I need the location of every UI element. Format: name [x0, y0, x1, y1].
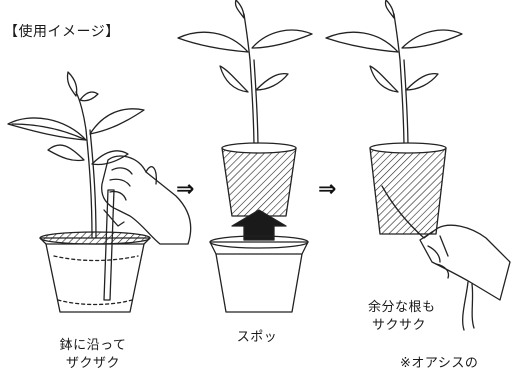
step1-caption-line1: 鉢に沿って [59, 338, 127, 353]
step3-caption-line1: 余分な根も [368, 300, 436, 315]
step3-rootball-icon [369, 147, 447, 235]
step2-caption: スポッ [236, 330, 278, 345]
step3-plant-stem-icon [393, 13, 405, 151]
step1-hand-icon [101, 155, 192, 245]
arrow-1-icon: ⇒ [176, 177, 194, 202]
footnote: ※オアシスの [400, 356, 479, 371]
step2-plant-stem-icon [243, 13, 255, 151]
step3-leaf-icon [325, 31, 399, 53]
step3-hand-icon [419, 224, 511, 301]
step1-pot-icon [39, 237, 151, 313]
step2-illustration [177, 0, 313, 313]
step1-caption-line2: ザクザク [65, 356, 120, 371]
step3-illustration [325, 0, 511, 331]
step2-up-arrow-icon [231, 209, 287, 241]
step2-pot-icon [209, 241, 309, 313]
arrow-2-icon: ⇒ [318, 177, 336, 202]
step1-illustration [7, 71, 192, 313]
page-title: 【使用イメージ】 [4, 24, 120, 40]
step1-leaf-icon [7, 117, 87, 141]
step2-leaf-icon [177, 31, 249, 53]
step3-caption-line2: サクサク [372, 318, 427, 333]
step2-rootball-icon [221, 147, 297, 217]
step1-plant-stem-icon [75, 91, 93, 239]
